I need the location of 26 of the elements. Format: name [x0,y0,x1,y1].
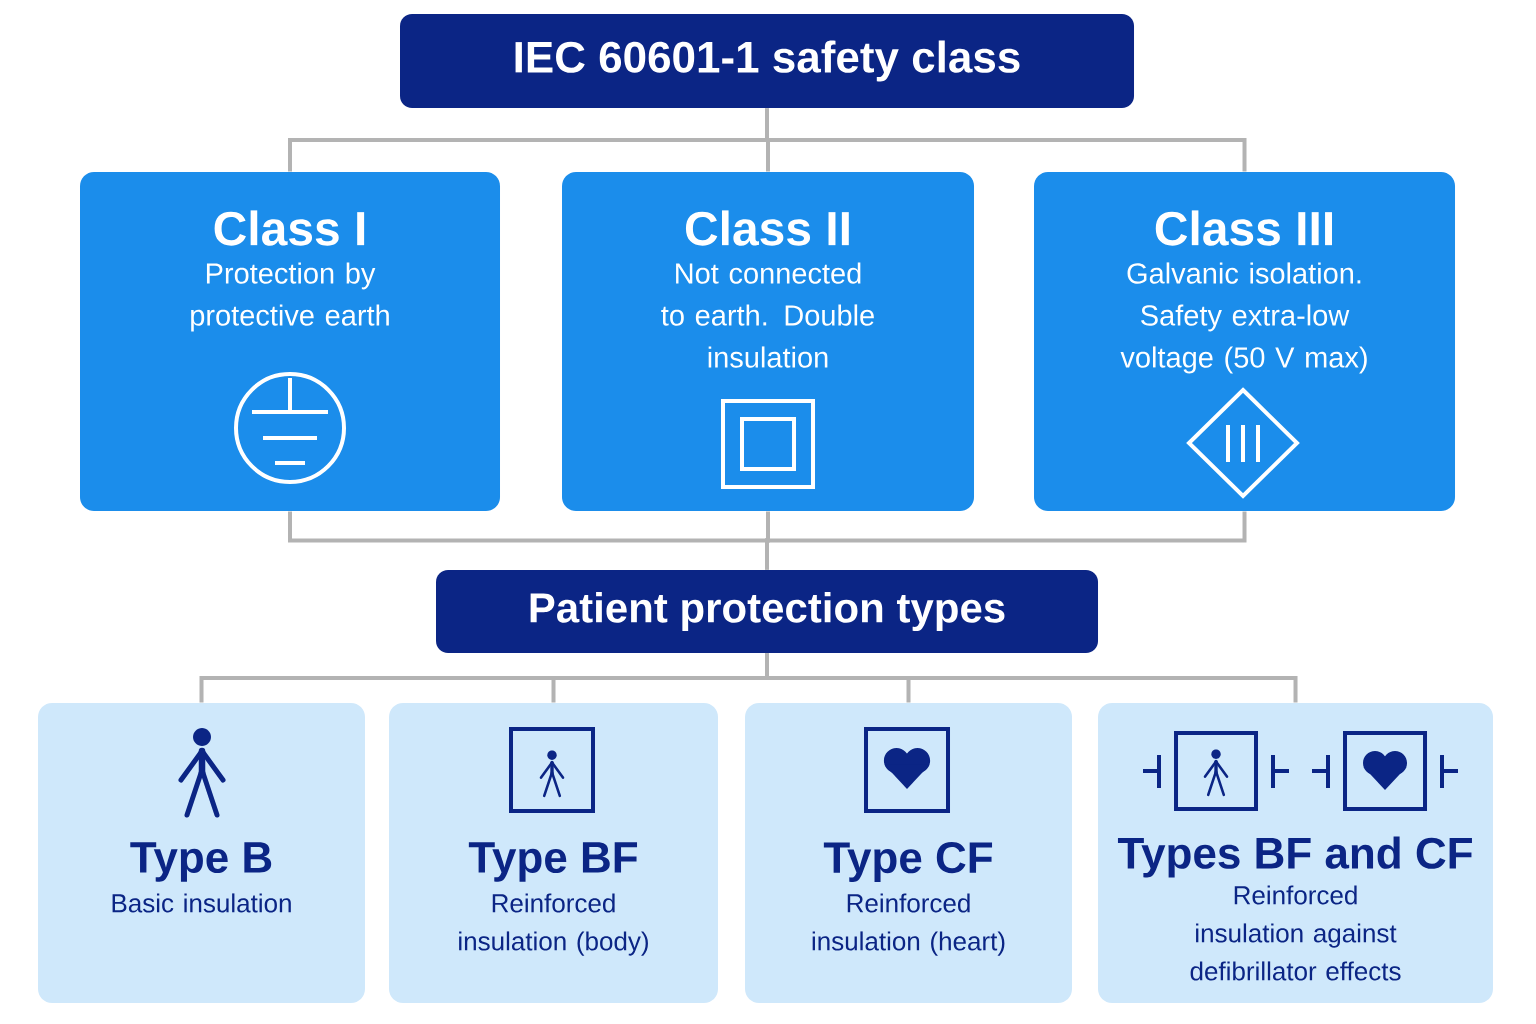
card-description: Reinforced insulation against defibrillator effects [1190,885,1401,981]
connector-line [765,511,1247,570]
connector-line [765,108,1247,172]
type-card [1098,703,1493,1003]
card-description: Reinforced insulation (heart) [812,893,1005,956]
card-description: Reinforced insulation (body) [459,893,648,956]
card-heading: Class III [1155,210,1332,246]
title-banner: IEC 60601-1 safety class [400,14,1134,108]
card-heading: Class II [685,210,849,246]
type-card [389,703,718,1003]
type-card [745,703,1072,1003]
card-heading: Type BF [468,842,638,882]
card-heading: Type CF [823,842,993,882]
card-description: Galvanic isolation. Safety extra-low voltage (50 V max) [1120,262,1367,374]
section-banner: Patient protection types [436,570,1098,653]
card-heading: Type B [130,842,272,882]
card-heading: Class I [214,210,365,246]
card-description: Basic insulation [112,893,291,913]
class-card [1034,172,1455,511]
card-description: Not connected to earth. Double insulation [661,262,874,368]
connector-line [765,653,1298,703]
card-description: Protection by protective earth [191,262,389,332]
class-card [562,172,974,511]
card-heading: Types BF and CF [1117,836,1472,878]
class-card [80,172,500,511]
type-card [38,703,365,1003]
